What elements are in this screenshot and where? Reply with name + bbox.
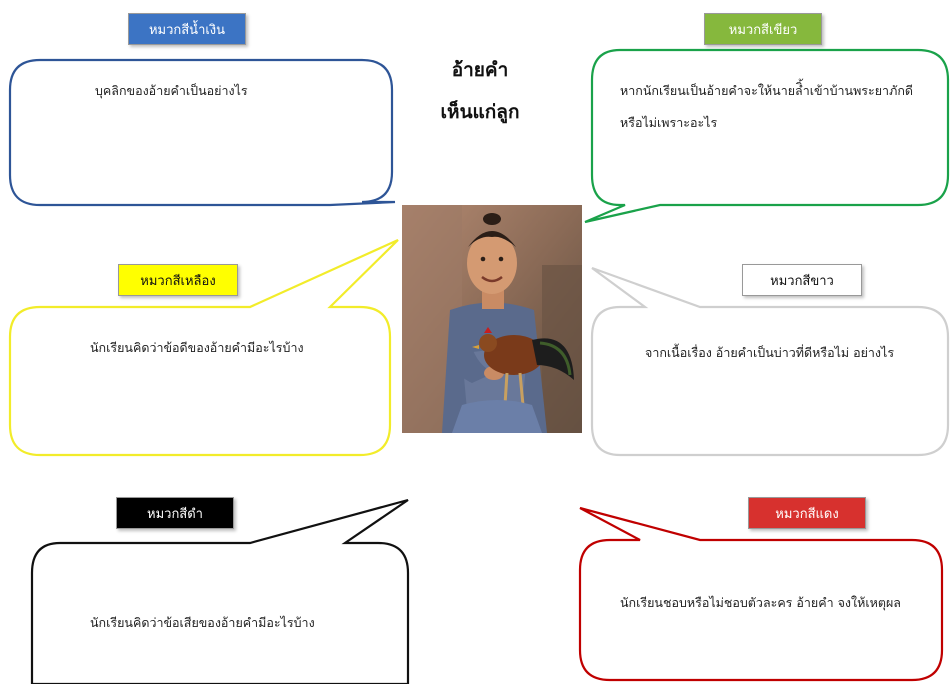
green-speech-bubble bbox=[584, 48, 950, 224]
white-speech-bubble bbox=[590, 266, 950, 457]
blue-speech-bubble bbox=[8, 58, 396, 207]
black-speech-bubble bbox=[30, 498, 410, 684]
red-speech-bubble bbox=[578, 506, 944, 682]
yellow-question: นักเรียนคิดว่าข้อดีของอ้ายคำมีอะไรบ้าง bbox=[90, 340, 304, 355]
black-hat-label: หมวกสีดำ bbox=[116, 497, 234, 529]
red-hat-label: หมวกสีแดง bbox=[748, 497, 866, 529]
title-line-1: อ้ายคำ bbox=[451, 59, 509, 81]
yellow-speech-bubble bbox=[8, 238, 399, 457]
blue-question: บุคลิกของอ้ายคำเป็นอย่างไร bbox=[95, 83, 248, 98]
white-question: จากเนื้อเรื่อง อ้ายคำเป็นบ่าวที่ดีหรือไม… bbox=[645, 345, 895, 360]
green-hat-label: หมวกสีเขียว bbox=[704, 13, 822, 45]
red-question: นักเรียนชอบหรือไม่ชอบตัวละคร อ้ายคำ จงให… bbox=[620, 595, 901, 610]
green-question-line-2: หรือไม่เพราะอะไร bbox=[620, 115, 718, 130]
white-hat-label: หมวกสีขาว bbox=[742, 264, 862, 296]
character-photo bbox=[402, 205, 582, 433]
yellow-hat-label: หมวกสีเหลือง bbox=[118, 264, 238, 296]
green-question-line-1: หากนักเรียนเป็นอ้ายคำจะให้นายลิ้ำเข้าบ้า… bbox=[620, 83, 913, 98]
blue-hat-label: หมวกสีน้ำเงิน bbox=[128, 13, 246, 45]
title-line-2: เห็นแก่ลูก bbox=[440, 101, 520, 123]
black-question: นักเรียนคิดว่าข้อเสียของอ้ายคำมีอะไรบ้าง bbox=[90, 615, 315, 630]
